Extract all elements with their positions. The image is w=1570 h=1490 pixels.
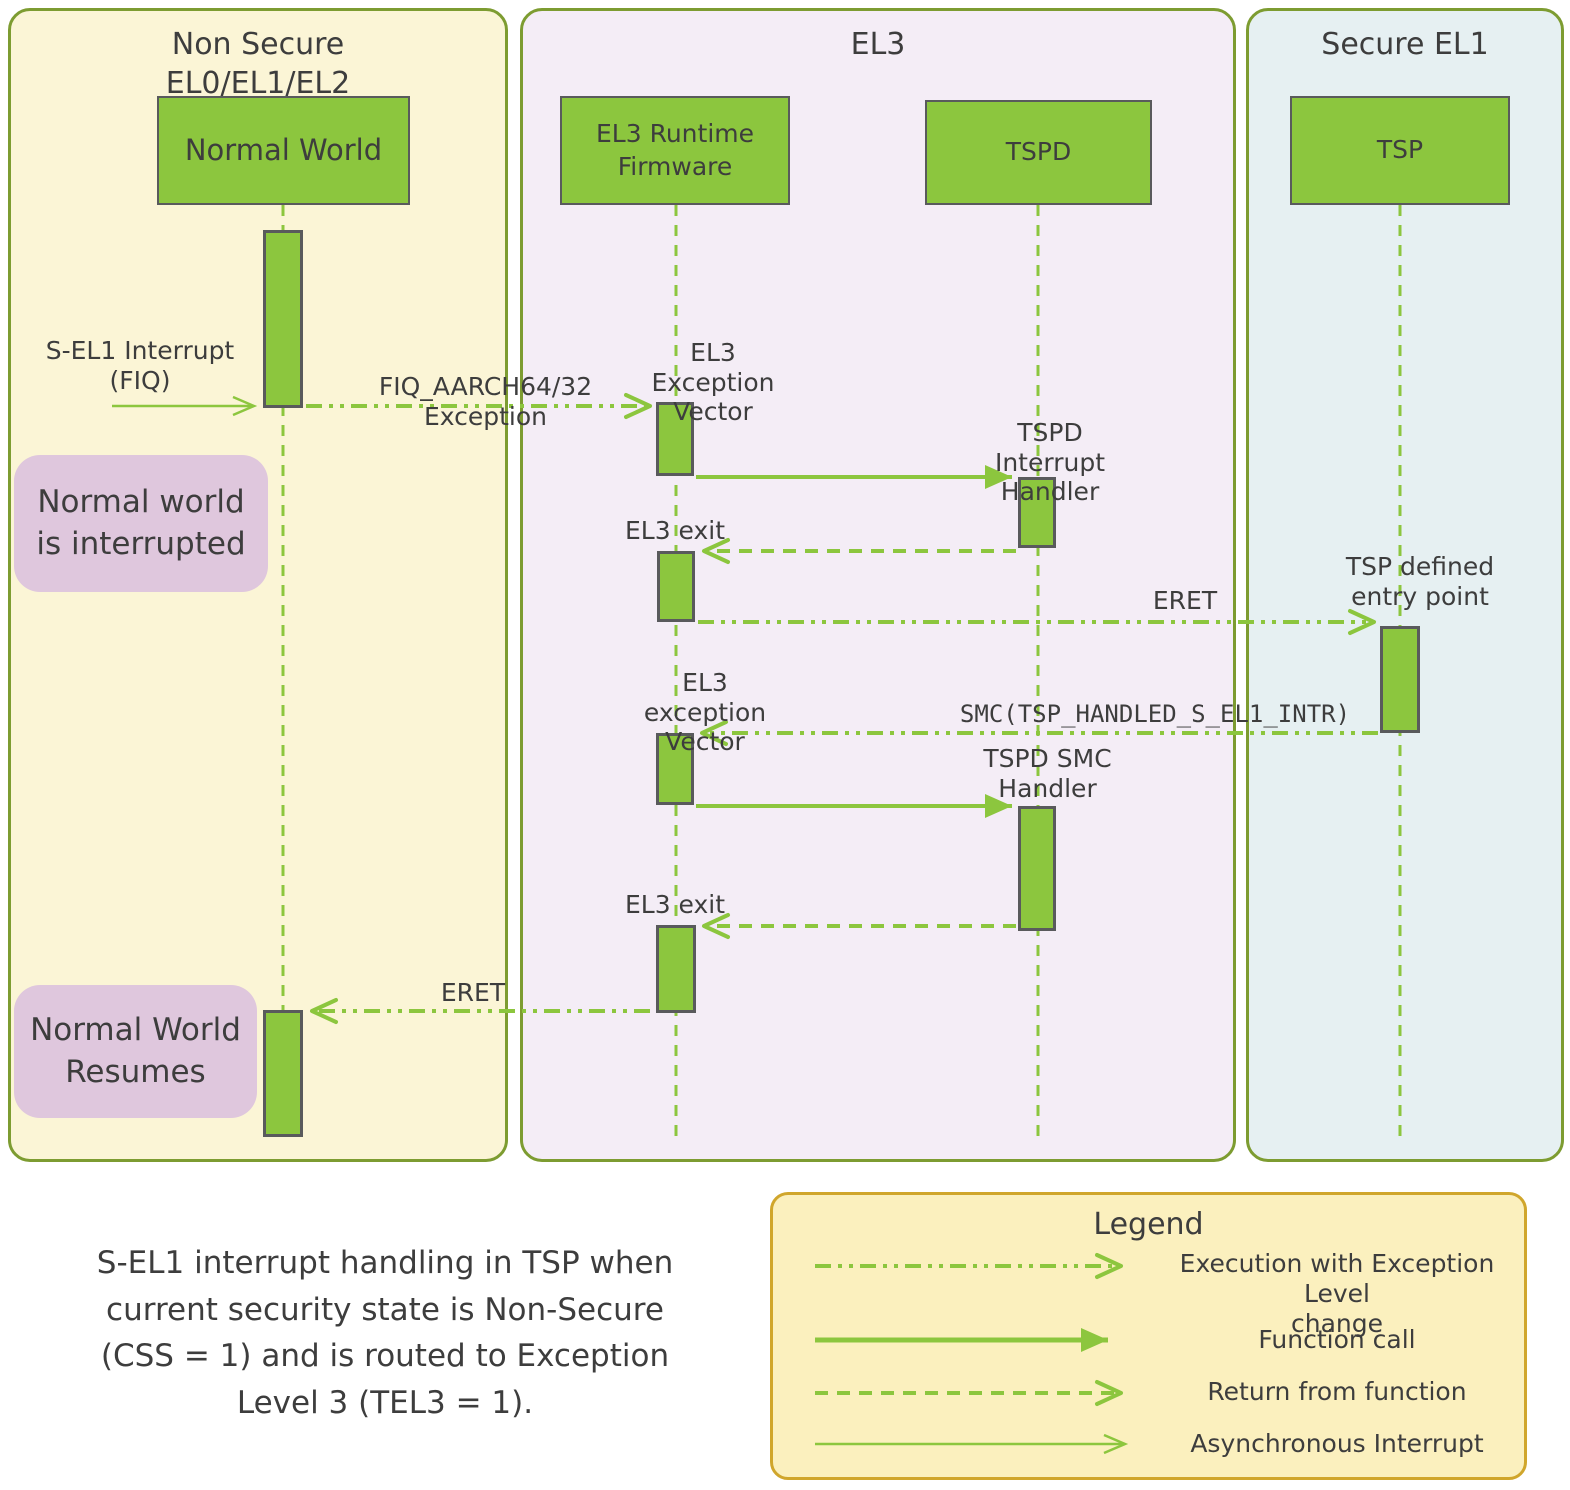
lane-secure-el1-title: Secure EL1	[1321, 27, 1489, 62]
label-tsp-entry-point: TSP defined entry point	[1345, 552, 1495, 611]
activation-tsp-entry	[1380, 626, 1420, 733]
activation-el3-vector-2	[656, 733, 694, 805]
legend-item-async: Asynchronous Interrupt	[1190, 1429, 1484, 1458]
actor-tsp: TSP	[1290, 96, 1510, 205]
legend-item-exec-el-change: Execution with Exception Level change	[1179, 1249, 1495, 1338]
legend-arrows-layer	[815, 1253, 1129, 1455]
label-el3-exit-1: EL3 exit	[624, 516, 726, 545]
actor-el3-runtime-firmware: EL3 Runtime Firmware	[560, 96, 790, 205]
activation-el3-vector-1	[656, 402, 694, 476]
legend-box: Legend Execution with Exception Level ch…	[770, 1192, 1527, 1480]
label-el3-exit-2: EL3 exit	[624, 890, 726, 919]
activation-el3-exit-2	[656, 925, 696, 1013]
actor-normal-world: Normal World	[157, 96, 410, 205]
label-el3-exception-vector-1: EL3 Exception Vector	[651, 338, 775, 426]
activation-el3-exit-1	[657, 551, 695, 622]
activation-normal-world-resume	[263, 1010, 303, 1137]
activation-normal-world-1	[263, 230, 303, 408]
label-eret-1: ERET	[1152, 586, 1218, 615]
diagram-caption: S-EL1 interrupt handling in TSP when cur…	[96, 1245, 674, 1421]
label-tspd-interrupt-handler: TSPD Interrupt Handler	[994, 418, 1106, 506]
lane-non-secure-title: Non Secure EL0/EL1/EL2	[165, 27, 351, 101]
lane-el3-title: EL3	[850, 27, 906, 62]
activation-tspd-interrupt-handler	[1018, 477, 1056, 548]
label-eret-2: ERET	[440, 978, 506, 1007]
label-s-el1-interrupt: S-EL1 Interrupt (FIQ)	[45, 336, 235, 395]
actor-tspd: TSPD	[925, 100, 1152, 205]
label-fiq-exception: FIQ_AARCH64/32 Exception	[378, 372, 593, 431]
note-normal-world-interrupted: Normal world is interrupted	[14, 455, 268, 592]
activation-tspd-smc-handler	[1018, 806, 1056, 931]
legend-title: Legend	[1093, 1207, 1204, 1242]
label-el3-exception-vector-2: EL3 exception Vector	[643, 668, 767, 756]
legend-item-return: Return from function	[1207, 1377, 1467, 1406]
label-smc-call: SMC(TSP_HANDLED_S_EL1_INTR)	[959, 700, 1351, 728]
legend-item-function-call: Function call	[1258, 1325, 1416, 1354]
note-normal-world-resumes: Normal World Resumes	[14, 985, 257, 1118]
label-tspd-smc-handler: TSPD SMC Handler	[983, 744, 1112, 803]
